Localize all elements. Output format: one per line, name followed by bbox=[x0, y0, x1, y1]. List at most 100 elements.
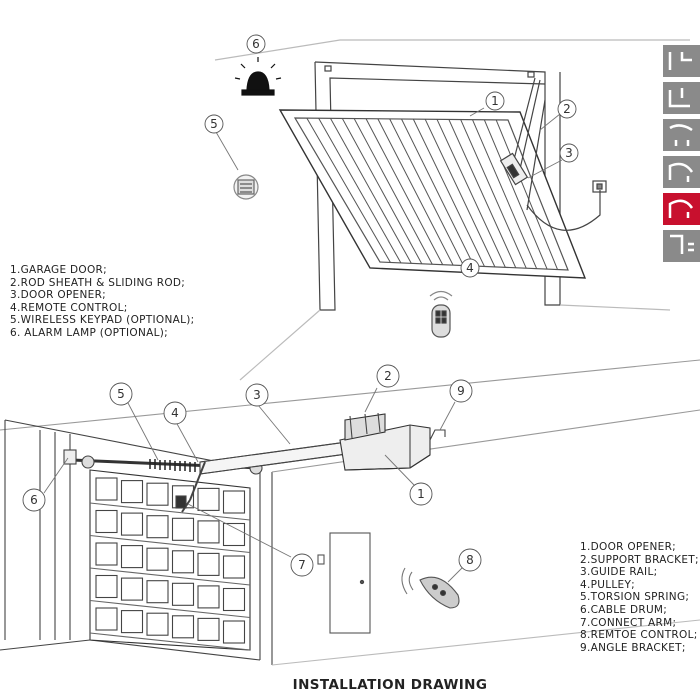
door-slat bbox=[483, 119, 548, 270]
door-panel bbox=[95, 607, 118, 631]
door-slat bbox=[353, 118, 433, 265]
panel-seam bbox=[89, 502, 251, 521]
svg-text:7: 7 bbox=[298, 558, 306, 572]
door-opener-bottom bbox=[339, 412, 446, 471]
door-slat bbox=[389, 118, 465, 266]
door-panel bbox=[95, 509, 118, 534]
door-panel bbox=[222, 587, 246, 612]
svg-text:2: 2 bbox=[384, 369, 392, 383]
door-panel bbox=[120, 577, 144, 601]
door-slat bbox=[495, 119, 559, 270]
sectional-door bbox=[89, 469, 251, 651]
tab-5-active[interactable] bbox=[663, 193, 700, 225]
legend-item: 1.DOOR OPENER; bbox=[580, 541, 677, 553]
door-panel bbox=[95, 477, 118, 501]
drawing-caption: INSTALLATION DRAWING bbox=[292, 677, 488, 693]
door-panel bbox=[146, 547, 169, 571]
remote-control-icon bbox=[429, 290, 453, 338]
callout-top-5: 5 bbox=[204, 114, 224, 134]
door-panel bbox=[197, 552, 220, 576]
callout-top-4: 4 bbox=[460, 258, 480, 278]
door-panel bbox=[171, 615, 195, 639]
door-panel bbox=[171, 582, 195, 606]
callout-bottom-2: 2 bbox=[376, 364, 400, 388]
callout-bottom-1: 1 bbox=[409, 482, 433, 506]
door-panel bbox=[171, 517, 195, 541]
svg-text:6: 6 bbox=[252, 37, 260, 51]
legend-top-diagram: 1.GARAGE DOOR; 2.ROD SHEATH & SLIDING RO… bbox=[10, 264, 194, 340]
callout-bottom-4: 4 bbox=[163, 401, 187, 425]
door-panel bbox=[95, 542, 118, 566]
door-slats bbox=[306, 117, 559, 270]
door-opener-top bbox=[499, 77, 607, 231]
legend-item: 2.SUPPORT BRACKET; bbox=[580, 553, 699, 566]
callout-bottom-5: 5 bbox=[109, 382, 133, 406]
door-slat bbox=[377, 118, 454, 266]
door-slat bbox=[412, 118, 485, 267]
tab-3[interactable] bbox=[663, 119, 700, 151]
svg-text:5: 5 bbox=[117, 387, 125, 401]
door-slat bbox=[424, 119, 496, 268]
svg-text:6: 6 bbox=[30, 493, 38, 507]
svg-text:3: 3 bbox=[565, 146, 573, 160]
door-slat bbox=[341, 118, 423, 265]
legend-bottom-diagram: 1.DOOR OPENER; 2.SUPPORT BRACKET; 3.GUID… bbox=[580, 541, 699, 654]
callout-bottom-9: 9 bbox=[449, 379, 473, 403]
door-panel bbox=[171, 550, 195, 574]
svg-text:4: 4 bbox=[466, 261, 474, 275]
door-slat bbox=[318, 117, 402, 264]
bottom-leader-lines bbox=[43, 387, 464, 583]
door-panel bbox=[222, 522, 246, 547]
svg-text:5: 5 bbox=[210, 117, 218, 131]
door-slat bbox=[448, 119, 517, 268]
legend-item: 3.DOOR OPENER; bbox=[10, 289, 107, 302]
legend-item: 5.WIRELESS KEYPAD (OPTIONAL); bbox=[10, 314, 195, 327]
door-panel bbox=[222, 555, 246, 579]
callout-top-3: 3 bbox=[559, 143, 579, 163]
door-panel bbox=[197, 617, 220, 641]
callout-bottom-8: 8 bbox=[458, 548, 482, 572]
svg-text:1: 1 bbox=[491, 94, 499, 108]
top-leader-lines bbox=[215, 107, 563, 179]
svg-text:4: 4 bbox=[171, 406, 179, 420]
legend-item: 4.PULLEY; bbox=[580, 578, 636, 591]
callout-top-6: 6 bbox=[246, 34, 266, 54]
door-panel bbox=[197, 520, 220, 544]
callout-bottom-3: 3 bbox=[245, 383, 269, 407]
callout-top-1: 1 bbox=[485, 91, 505, 111]
callout-top-2: 2 bbox=[557, 99, 577, 119]
legend-item: 8.REMTOE CONTROL; bbox=[580, 629, 698, 642]
door-slat bbox=[306, 117, 391, 263]
door-panel bbox=[197, 585, 220, 609]
section-tabs bbox=[663, 45, 700, 262]
svg-text:9: 9 bbox=[457, 384, 465, 398]
legend-item: 7.CONNECT ARM; bbox=[580, 616, 677, 629]
door-slat bbox=[472, 119, 538, 269]
door-panel bbox=[120, 512, 144, 536]
top-callouts: 1 2 3 4 5 6 bbox=[204, 34, 579, 278]
callout-bottom-6: 6 bbox=[22, 488, 46, 512]
panel-seam bbox=[89, 632, 251, 651]
remote-control-bottom-icon bbox=[401, 567, 460, 609]
legend-item: 9.ANGLE BRACKET; bbox=[580, 641, 686, 654]
door-panel bbox=[120, 610, 144, 634]
door-panel bbox=[222, 490, 246, 514]
svg-text:8: 8 bbox=[466, 553, 474, 567]
wireless-keypad-icon bbox=[233, 174, 259, 200]
legend-item: 6.CABLE DRUM; bbox=[580, 603, 668, 616]
door-panel bbox=[120, 480, 144, 504]
panel-seam bbox=[89, 599, 251, 619]
garage-door bbox=[278, 109, 587, 279]
legend-item: 5.TORSION SPRING; bbox=[580, 591, 690, 604]
internal-door bbox=[317, 532, 371, 634]
door-panel bbox=[146, 580, 169, 604]
legend-item: 2.ROD SHEATH & SLIDING ROD; bbox=[10, 276, 186, 289]
door-panel bbox=[146, 515, 169, 539]
door-panel bbox=[120, 545, 144, 569]
callout-bottom-7: 7 bbox=[290, 553, 314, 577]
door-slat bbox=[436, 119, 506, 268]
svg-text:2: 2 bbox=[563, 102, 571, 116]
door-slat bbox=[460, 119, 527, 269]
tab-4[interactable] bbox=[663, 156, 700, 188]
